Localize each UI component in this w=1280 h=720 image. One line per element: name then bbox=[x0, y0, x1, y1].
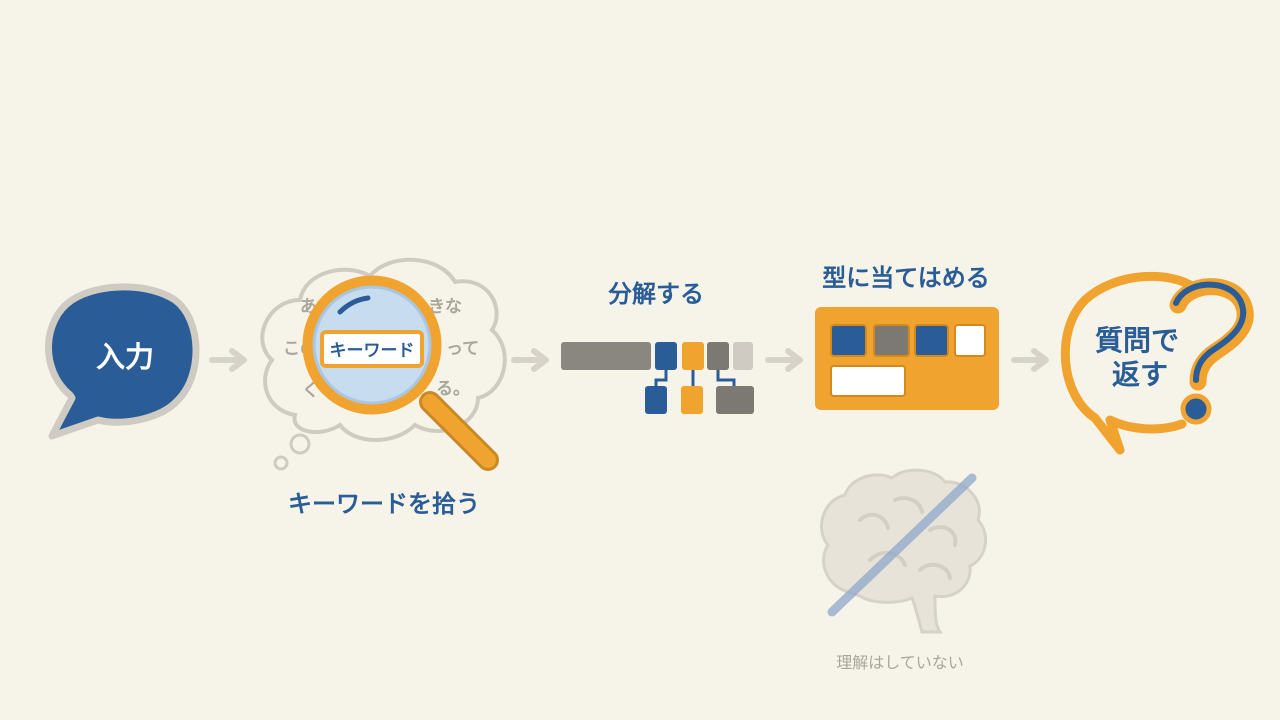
arrow-right-icon bbox=[511, 348, 549, 372]
reply-bubble-outline bbox=[1060, 271, 1200, 423]
text-fragment-4: って bbox=[446, 339, 479, 359]
slot-empty-small bbox=[954, 324, 986, 357]
slot-empty-wide bbox=[830, 365, 906, 397]
arrow-right-icon bbox=[765, 348, 803, 372]
block-orange-top bbox=[682, 342, 704, 370]
reply-line-2: 返す bbox=[1112, 358, 1168, 391]
block-blue-bottom bbox=[645, 386, 667, 414]
arrow-right-icon bbox=[209, 348, 247, 372]
text-fragment-2: きな bbox=[428, 297, 462, 317]
note-text: 理解はしていない bbox=[836, 653, 964, 672]
keyword-step-title: キーワードを拾う bbox=[288, 490, 480, 518]
magnifier-icon bbox=[302, 275, 499, 471]
strike-line bbox=[827, 473, 977, 617]
block-light-top bbox=[733, 342, 753, 370]
block-long bbox=[561, 342, 651, 370]
decompose-step: 分解する bbox=[561, 280, 754, 414]
thought-dot-small bbox=[273, 455, 289, 471]
text-fragment-6: る。 bbox=[436, 379, 470, 399]
input-bubble: 入力 bbox=[45, 283, 200, 440]
question-mark-dot bbox=[1180, 393, 1212, 425]
slot-gray bbox=[873, 324, 910, 357]
template-step-title: 型に当てはめる bbox=[822, 264, 990, 292]
brain-icon bbox=[820, 468, 988, 634]
no-understanding-note: 理解はしていない bbox=[820, 468, 988, 672]
slot-blue-2 bbox=[914, 324, 949, 357]
split-connectors bbox=[654, 370, 736, 386]
decompose-step-title: 分解する bbox=[608, 280, 704, 308]
thought-dot-large bbox=[289, 433, 311, 455]
text-fragment-5: く bbox=[302, 381, 319, 401]
arrow-right-icon bbox=[1011, 348, 1049, 372]
reply-step: 質問で 返す bbox=[1060, 271, 1254, 455]
input-label: 入力 bbox=[96, 340, 154, 374]
keyword-step: あ きな この って く る。 キーワード キーワードを拾う bbox=[260, 257, 507, 518]
reply-line-1: 質問で bbox=[1095, 324, 1179, 357]
slot-blue-1 bbox=[830, 324, 867, 357]
reply-bubble-tail bbox=[1090, 413, 1187, 455]
block-gray-bottom bbox=[716, 386, 754, 414]
block-orange-bottom bbox=[681, 386, 703, 414]
keyword-highlight bbox=[320, 330, 424, 368]
input-bubble-shape bbox=[45, 283, 200, 440]
block-blue-top bbox=[655, 342, 677, 370]
template-step: 型に当てはめる bbox=[815, 264, 999, 410]
keyword-lens-label: キーワード bbox=[330, 341, 415, 361]
block-gray-top bbox=[707, 342, 729, 370]
